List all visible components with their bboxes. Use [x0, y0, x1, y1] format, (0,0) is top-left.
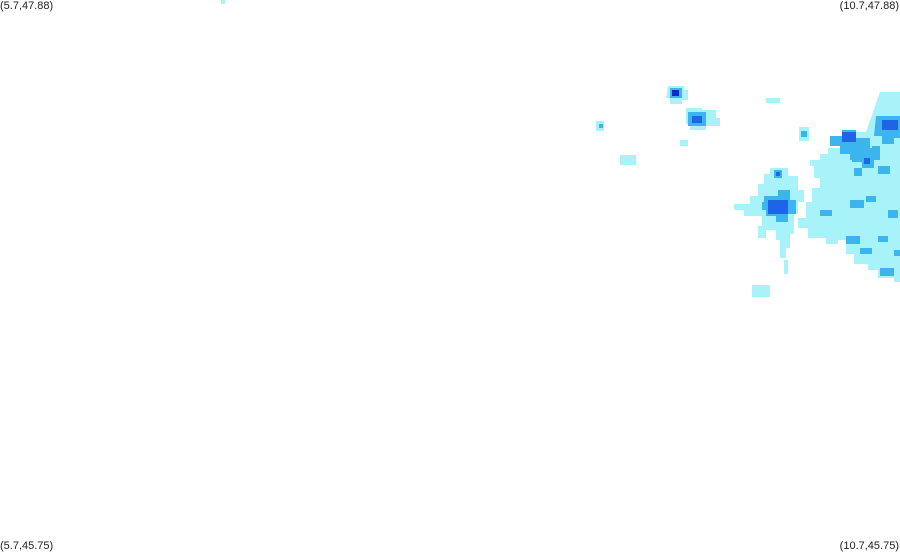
- precip-cell: [672, 90, 679, 96]
- corner-label-bottom-right: (10.7,45.75): [839, 540, 899, 552]
- precip-cell: [872, 146, 880, 154]
- precip-cell: [766, 98, 780, 103]
- precip-cell: [854, 168, 862, 176]
- precip-cell: [599, 124, 603, 128]
- precip-cell: [680, 140, 688, 146]
- precip-cell: [850, 200, 864, 208]
- precip-cell: [768, 200, 788, 214]
- precip-cell: [888, 210, 898, 218]
- precip-cell: [864, 158, 870, 164]
- corner-label-top-right: (10.7,47.88): [839, 0, 899, 12]
- precip-cell: [866, 196, 876, 202]
- precip-cell: [880, 268, 894, 276]
- corner-label-top-left: (5.7,47.88): [0, 0, 54, 12]
- precip-cell: [820, 210, 832, 216]
- precip-cell: [798, 92, 900, 282]
- precip-cell: [776, 172, 780, 176]
- precip-cell: [221, 0, 225, 4]
- precip-cell: [801, 131, 807, 137]
- precip-cell: [878, 236, 888, 242]
- precip-cell: [882, 120, 898, 130]
- precip-cell: [846, 236, 860, 244]
- precip-cell: [752, 285, 770, 297]
- precip-cell: [692, 116, 702, 123]
- precip-cell: [784, 260, 788, 274]
- precip-cell: [894, 250, 900, 256]
- precip-cell: [860, 248, 872, 254]
- precip-cell: [878, 166, 890, 174]
- precip-cell: [620, 155, 636, 165]
- corner-label-bottom-left: (5.7,45.75): [0, 540, 54, 552]
- precip-cell: [842, 132, 856, 142]
